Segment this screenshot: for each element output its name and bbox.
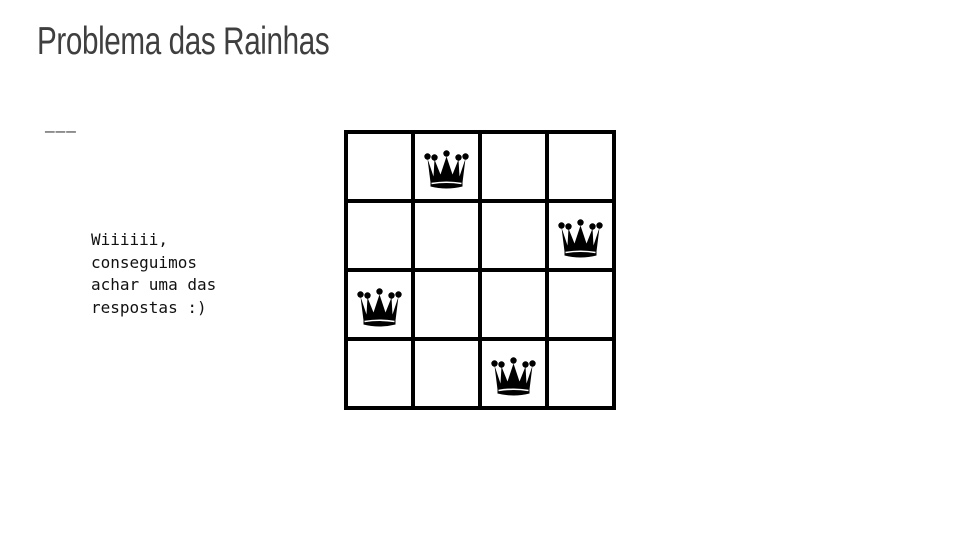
caption-line: Wiiiiii, — [91, 230, 169, 249]
board-cell — [545, 337, 616, 410]
board-cell — [344, 199, 415, 272]
caption-line: respostas :) — [91, 297, 207, 317]
board-cell — [478, 130, 549, 203]
title-divider: ——— — [45, 123, 77, 141]
slide-title: Problema das Rainhas — [37, 20, 330, 63]
board-cell — [478, 199, 549, 272]
board-cell — [478, 268, 549, 341]
crown-icon — [357, 288, 402, 327]
chessboard-image — [344, 130, 616, 410]
board-cell — [344, 337, 415, 410]
board-cell — [545, 130, 616, 203]
board-cell — [411, 199, 482, 272]
crown-icon — [491, 357, 536, 396]
caption-line: conseguimos — [91, 252, 197, 272]
board-cell — [545, 268, 616, 341]
crown-icon — [424, 150, 469, 189]
board-cell — [411, 268, 482, 341]
caption-line: achar uma das — [91, 275, 217, 294]
board-cell — [411, 337, 482, 410]
caption-text: Wiiiiii, conseguimos achar uma das respo… — [91, 229, 291, 319]
chessboard-grid — [344, 130, 616, 410]
board-cell — [344, 130, 415, 203]
crown-icon — [558, 219, 603, 258]
